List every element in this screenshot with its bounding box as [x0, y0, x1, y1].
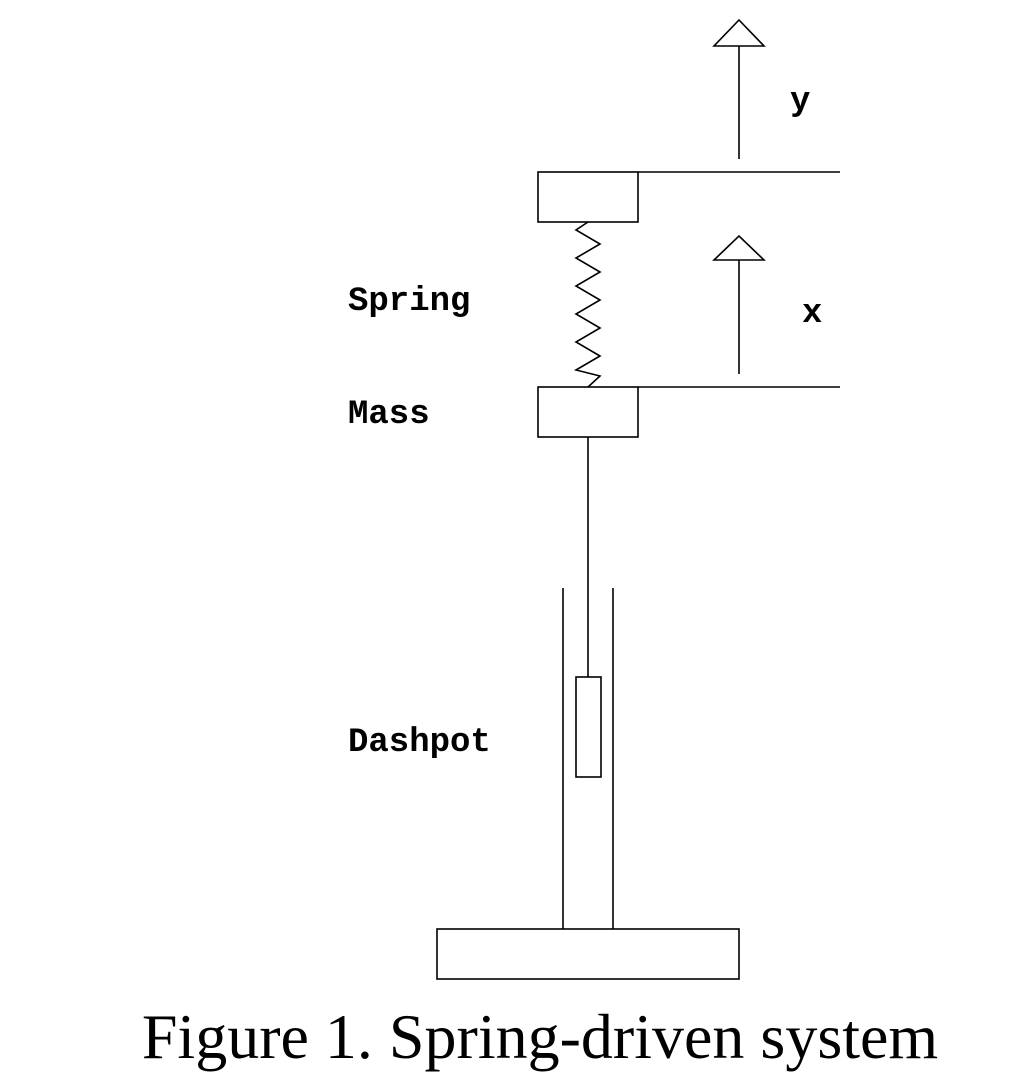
figure-caption: Figure 1. Spring-driven system [142, 1001, 938, 1072]
mass-label: Mass [348, 396, 430, 434]
mass-block [537, 386, 639, 438]
x-arrow [712, 234, 766, 374]
spring-label: Spring [348, 283, 470, 321]
x-label: x [802, 295, 822, 333]
dashpot-label: Dashpot [348, 724, 491, 762]
base-plate [436, 928, 740, 980]
dashpot-piston [575, 676, 602, 778]
y-arrow [712, 18, 766, 159]
y-label: y [790, 83, 810, 121]
support-block [537, 171, 639, 223]
spring [573, 221, 602, 388]
